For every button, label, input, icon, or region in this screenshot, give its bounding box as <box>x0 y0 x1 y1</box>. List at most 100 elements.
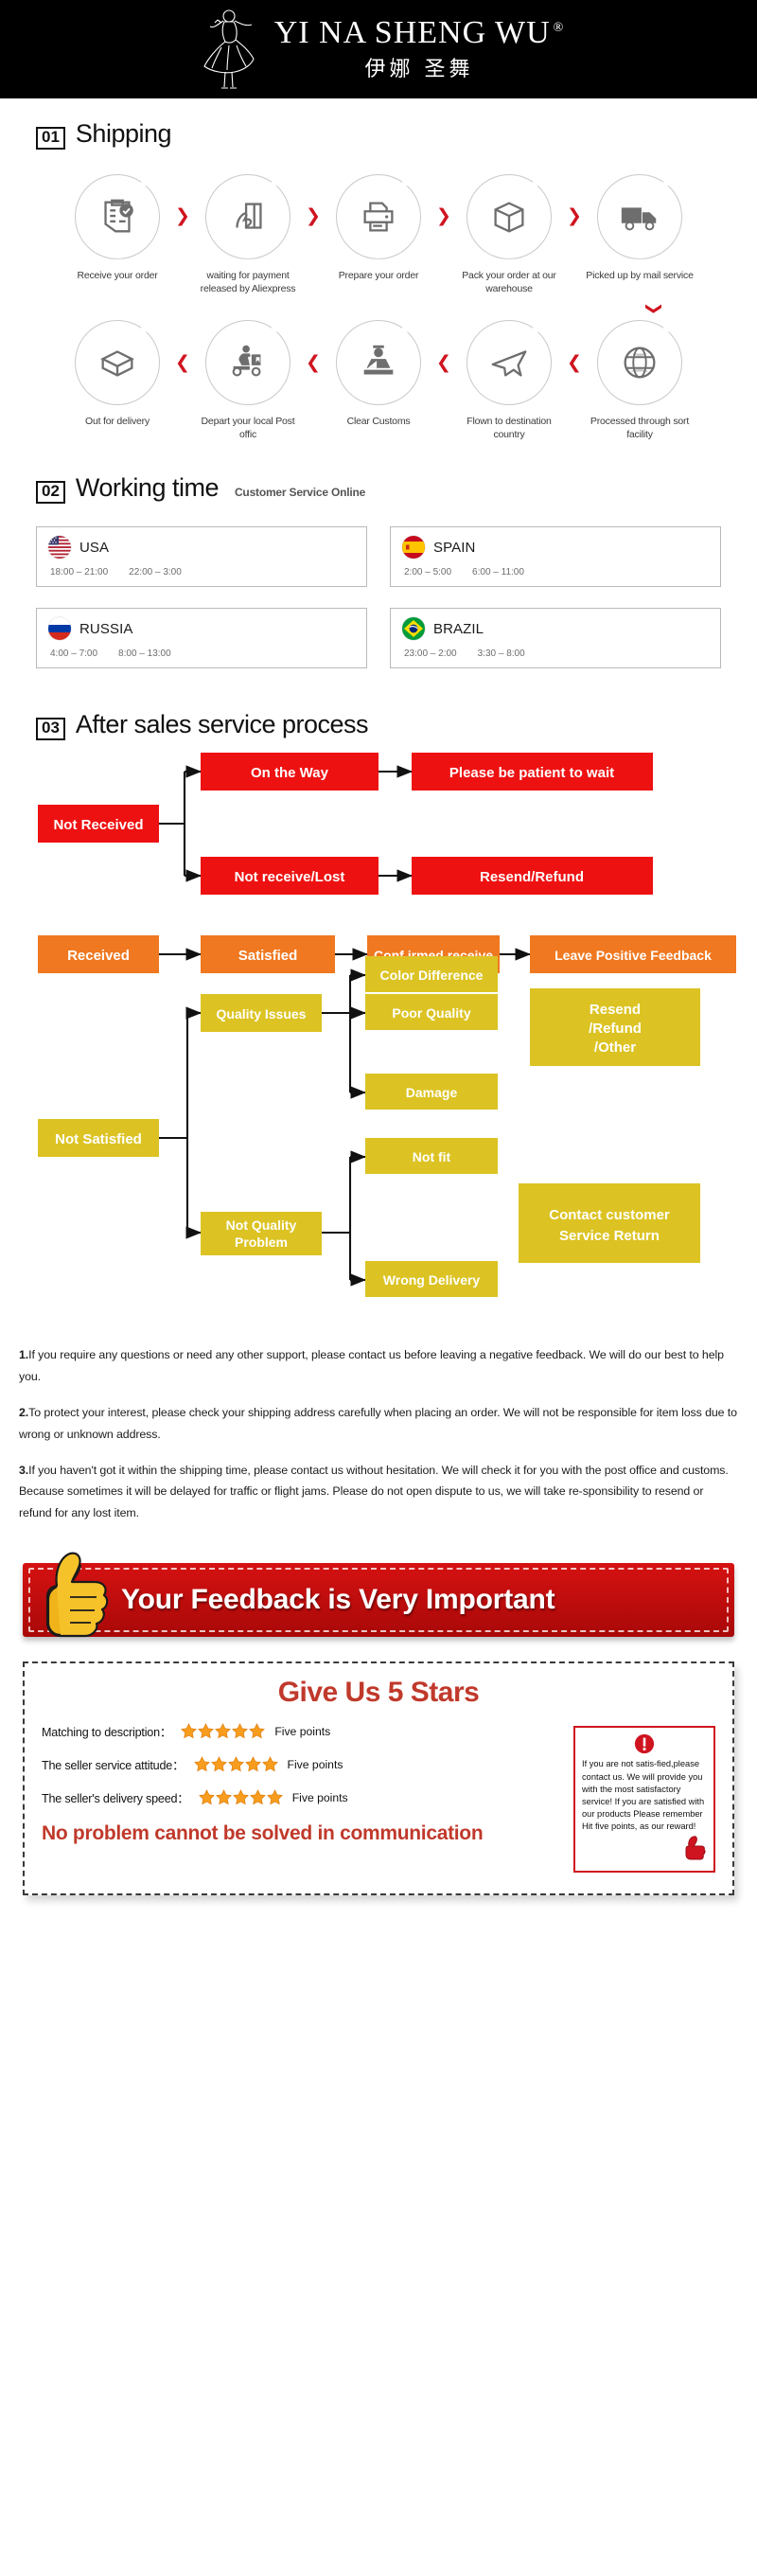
ship-step-depart-post-office: Depart your local Post offic <box>193 320 303 441</box>
ship-label: Clear Customs <box>346 416 411 428</box>
flow-label: Damage <box>406 1085 458 1100</box>
policy-item-2: 2.To protect your interest, please check… <box>19 1402 738 1446</box>
arrow-right-icon: ❯ <box>567 206 582 227</box>
star-icon <box>210 1756 227 1772</box>
rating-points: Five points <box>291 1790 348 1804</box>
rating-label: The seller service attitude： <box>42 1759 185 1773</box>
country-name: RUSSIA <box>79 620 133 637</box>
flow-label: /Refund <box>589 1021 642 1037</box>
flow-label: Service Return <box>559 1228 660 1244</box>
arrow-right-icon: ❯ <box>306 206 321 227</box>
working-hours: 2:00 – 5:00 6:00 – 11:00 <box>402 567 709 577</box>
clipboard-check-icon <box>104 199 133 233</box>
policy-body: If you require any questions or need any… <box>19 1347 724 1383</box>
flag-brazil-icon <box>402 617 425 641</box>
customs-officer-icon <box>363 345 394 375</box>
arrow-left-icon: ❮ <box>306 352 321 373</box>
flow-node-received: Received <box>38 934 159 973</box>
ship-circle <box>75 320 160 405</box>
star-icon <box>249 1789 266 1805</box>
rating-label: Matching to description： <box>42 1726 172 1740</box>
star-icon <box>261 1756 278 1772</box>
working-time-card-brazil: BRAZIL 23:00 – 2:00 3:30 – 8:00 <box>390 608 721 669</box>
ship-circle <box>467 320 552 405</box>
star-icon <box>181 1723 198 1739</box>
star-icon <box>249 1723 266 1739</box>
ship-label: waiting for payment released by Aliexpre… <box>200 269 296 294</box>
section-number-01: 01 <box>36 127 65 150</box>
time-slot: 4:00 – 7:00 <box>50 648 98 660</box>
flow-label: /Other <box>594 1039 636 1056</box>
ship-step-receive-order: Receive your order <box>62 174 172 282</box>
flow-node-poor-quality: Poor Quality <box>365 993 498 1030</box>
shipping-row-1: Receive your order ❯ waiting for payment… <box>19 174 738 295</box>
section-title-working-time: Working time <box>75 473 220 503</box>
flow-node-not-quality-problem: Not Quality Problem <box>201 1211 322 1255</box>
brand-name-en: YI NA SHENG WU® <box>274 16 565 50</box>
star-icon <box>198 1723 215 1739</box>
flowchart-svg: Not Received On the Way Please be patien… <box>38 752 736 1297</box>
flow-label: Poor Quality <box>392 1005 470 1021</box>
ship-circle <box>597 320 682 405</box>
brand-header: YI NA SHENG WU® 伊娜 圣舞 <box>0 0 757 98</box>
exclamation-icon <box>634 1734 655 1754</box>
ship-step-clear-customs: Clear Customs <box>324 320 433 428</box>
ship-circle <box>205 174 290 259</box>
thumbs-up-icon <box>45 1552 109 1638</box>
country-name: SPAIN <box>433 539 476 556</box>
flow-node-not-satisfied: Not Satisfied <box>38 1118 159 1157</box>
feedback-banner-text: Your Feedback is Very Important <box>121 1584 555 1616</box>
arrow-down-glyph: ❯ <box>644 301 663 316</box>
star-icon <box>266 1789 283 1805</box>
time-slot: 6:00 – 11:00 <box>472 567 524 578</box>
star-rating-icons <box>193 1756 278 1772</box>
ship-label: Flown to destination country <box>467 416 552 441</box>
time-slot: 3:30 – 8:00 <box>477 648 525 660</box>
ship-step-picked-up: Picked up by mail service <box>585 174 695 282</box>
flow-label: Not Received <box>53 817 143 833</box>
ship-step-pack-order: Pack your order at our warehouse <box>454 174 564 295</box>
time-slot: 23:00 – 2:00 <box>404 648 457 660</box>
ship-label: Processed through sort facility <box>590 416 690 441</box>
flow-node-not-receive-lost: Not receive/Lost <box>201 856 378 895</box>
flow-label: Resend <box>590 1002 641 1018</box>
box-icon <box>494 202 524 233</box>
policy-text: 1.If you require any questions or need a… <box>0 1327 757 1525</box>
arrow-right-icon: ❯ <box>436 206 451 227</box>
working-time-card-usa: USA 18:00 – 21:00 22:00 – 3:00 <box>36 526 367 588</box>
flag-russia-icon <box>48 617 71 641</box>
working-hours: 23:00 – 2:00 3:30 – 8:00 <box>402 648 709 659</box>
flow-node-wrong-delivery: Wrong Delivery <box>365 1260 498 1297</box>
policy-number: 1. <box>19 1347 29 1361</box>
arrow-down-icon: ❯ <box>19 295 738 318</box>
flow-node-on-the-way: On the Way <box>201 752 378 791</box>
ship-step-out-for-delivery: Out for delivery <box>62 320 172 428</box>
flow-label: Not Quality <box>226 1217 297 1233</box>
working-hours: 4:00 – 7:00 8:00 – 13:00 <box>48 648 355 659</box>
ship-label: Receive your order <box>77 269 158 281</box>
policy-body: To protect your interest, please check y… <box>19 1405 737 1441</box>
flag-usa-icon <box>48 536 71 560</box>
ship-label: Prepare your order <box>338 269 419 281</box>
flow-node-satisfied: Satisfied <box>201 934 335 973</box>
rating-row-matching-description: Matching to description： Five points <box>42 1722 560 1740</box>
after-sales-section-header: 03 After sales service process <box>0 668 757 740</box>
card-header: BRAZIL <box>402 617 709 641</box>
brand-name-en-text: YI NA SHENG WU <box>273 15 551 51</box>
section-number-02: 02 <box>36 481 65 505</box>
rating-section: Give Us 5 Stars Matching to description：… <box>0 1637 757 1924</box>
policy-item-3: 3.If you haven't got it within the shipp… <box>19 1460 738 1525</box>
hand-card-icon <box>236 203 262 229</box>
rating-note: No problem cannot be solved in communica… <box>42 1822 484 1845</box>
flow-node-color-difference: Color Difference <box>365 955 498 992</box>
ship-circle <box>467 174 552 259</box>
flow-node-not-received: Not Received <box>38 804 159 843</box>
shipping-row-2: Out for delivery ❮ <box>19 320 738 441</box>
brand-name-cn: 伊娜 圣舞 <box>364 57 474 81</box>
rating-row-service-attitude: The seller service attitude： Five points <box>42 1755 560 1773</box>
country-name: BRAZIL <box>433 620 484 637</box>
star-icon <box>244 1756 261 1772</box>
ship-label: Pack your order at our warehouse <box>462 269 556 294</box>
rating-box: Give Us 5 Stars Matching to description：… <box>23 1661 734 1896</box>
section-subtitle-customer-service: Customer Service Online <box>234 486 366 500</box>
